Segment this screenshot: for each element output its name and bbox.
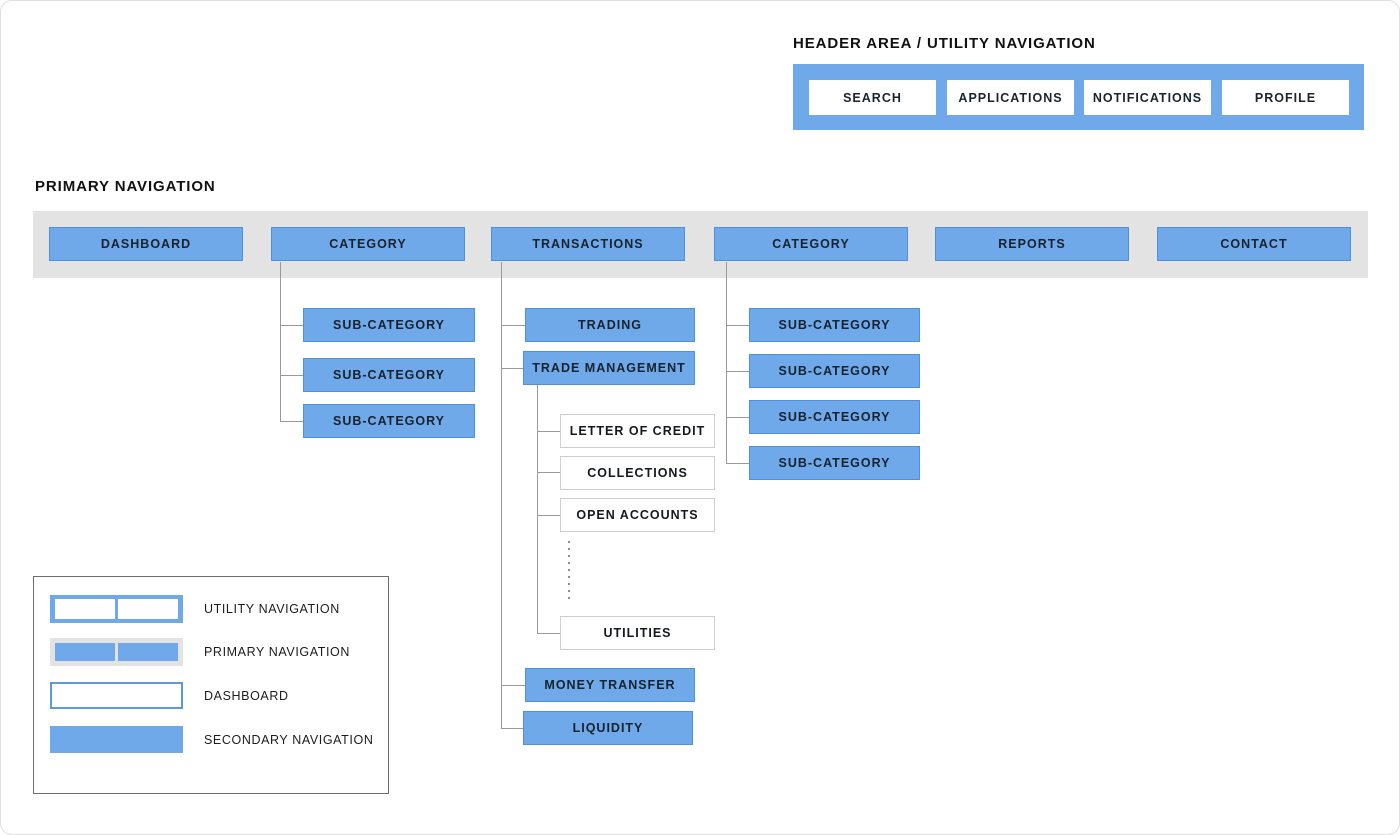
tree-node-subcategory: SUB-CATEGORY (749, 446, 920, 480)
tree-line (280, 325, 303, 326)
utility-nav-item-search: SEARCH (809, 80, 936, 115)
tree-node-money-transfer: MONEY TRANSFER (525, 668, 695, 702)
tree-line (280, 421, 303, 422)
tree-line (501, 368, 523, 369)
tree-line (537, 515, 560, 516)
tree-node-subcategory: SUB-CATEGORY (303, 404, 475, 438)
primary-nav-item-transactions: TRANSACTIONS (491, 227, 685, 261)
primary-nav-item-dashboard: DASHBOARD (49, 227, 243, 261)
utility-nav-item-profile: PROFILE (1222, 80, 1349, 115)
tree-line (501, 685, 525, 686)
tree-node-subcategory: SUB-CATEGORY (303, 358, 475, 392)
legend-swatch-cell (118, 643, 178, 661)
tree-line (501, 262, 502, 728)
tree-line (501, 325, 525, 326)
legend-label-utility-navigation: UTILITY NAVIGATION (204, 602, 340, 616)
tree-line (280, 375, 303, 376)
legend-label-dashboard: DASHBOARD (204, 688, 289, 703)
primary-nav-title: PRIMARY NAVIGATION (35, 178, 216, 195)
tree-node-trading: TRADING (525, 308, 695, 342)
tree-node-subcategory: SUB-CATEGORY (749, 354, 920, 388)
primary-nav-item-contact: CONTACT (1157, 227, 1351, 261)
ellipsis-dotted-line (568, 541, 570, 603)
legend-swatch-cell (118, 599, 178, 619)
legend-swatch-secondary-navigation (50, 726, 183, 753)
tree-node-utilities: UTILITIES (560, 616, 715, 650)
header-area-title: HEADER AREA / UTILITY NAVIGATION (793, 35, 1096, 52)
utility-nav-item-applications: APPLICATIONS (947, 80, 1074, 115)
tree-line (726, 463, 749, 464)
tree-line (726, 417, 749, 418)
utility-nav-bar: SEARCH APPLICATIONS NOTIFICATIONS PROFIL… (793, 64, 1364, 130)
primary-nav-item-category-2: CATEGORY (714, 227, 908, 261)
tree-node-collections: COLLECTIONS (560, 456, 715, 490)
utility-nav-item-notifications: NOTIFICATIONS (1084, 80, 1211, 115)
primary-nav-bar: DASHBOARD CATEGORY TRANSACTIONS CATEGORY… (33, 211, 1368, 278)
tree-line (726, 262, 727, 463)
legend-box: UTILITY NAVIGATION PRIMARY NAVIGATION DA… (33, 576, 389, 794)
legend-label-primary-navigation: PRIMARY NAVIGATION (204, 645, 351, 659)
tree-line (537, 633, 560, 634)
legend-swatch-dashboard (50, 682, 183, 709)
tree-node-letter-of-credit: LETTER OF CREDIT (560, 414, 715, 448)
tree-line (726, 371, 749, 372)
legend-swatch-cell (55, 599, 115, 619)
tree-line (280, 262, 281, 421)
legend-swatch-cell (55, 643, 115, 661)
tree-node-trade-management: TRADE MANAGEMENT (523, 351, 695, 385)
primary-nav-item-reports: REPORTS (935, 227, 1129, 261)
tree-line (537, 385, 538, 633)
tree-node-open-accounts: OPEN ACCOUNTS (560, 498, 715, 532)
tree-node-subcategory: SUB-CATEGORY (303, 308, 475, 342)
tree-line (501, 728, 523, 729)
tree-line (726, 325, 749, 326)
tree-node-subcategory: SUB-CATEGORY (749, 308, 920, 342)
legend-swatch-primary-navigation (50, 638, 183, 666)
tree-line (537, 472, 560, 473)
primary-nav-item-category-1: CATEGORY (271, 227, 465, 261)
legend-swatch-utility-navigation (50, 595, 183, 623)
tree-node-liquidity: LIQUIDITY (523, 711, 693, 745)
tree-node-subcategory: SUB-CATEGORY (749, 400, 920, 434)
tree-line (537, 431, 560, 432)
legend-label-secondary-navigation: SECONDARY NAVIGATION (204, 732, 374, 747)
